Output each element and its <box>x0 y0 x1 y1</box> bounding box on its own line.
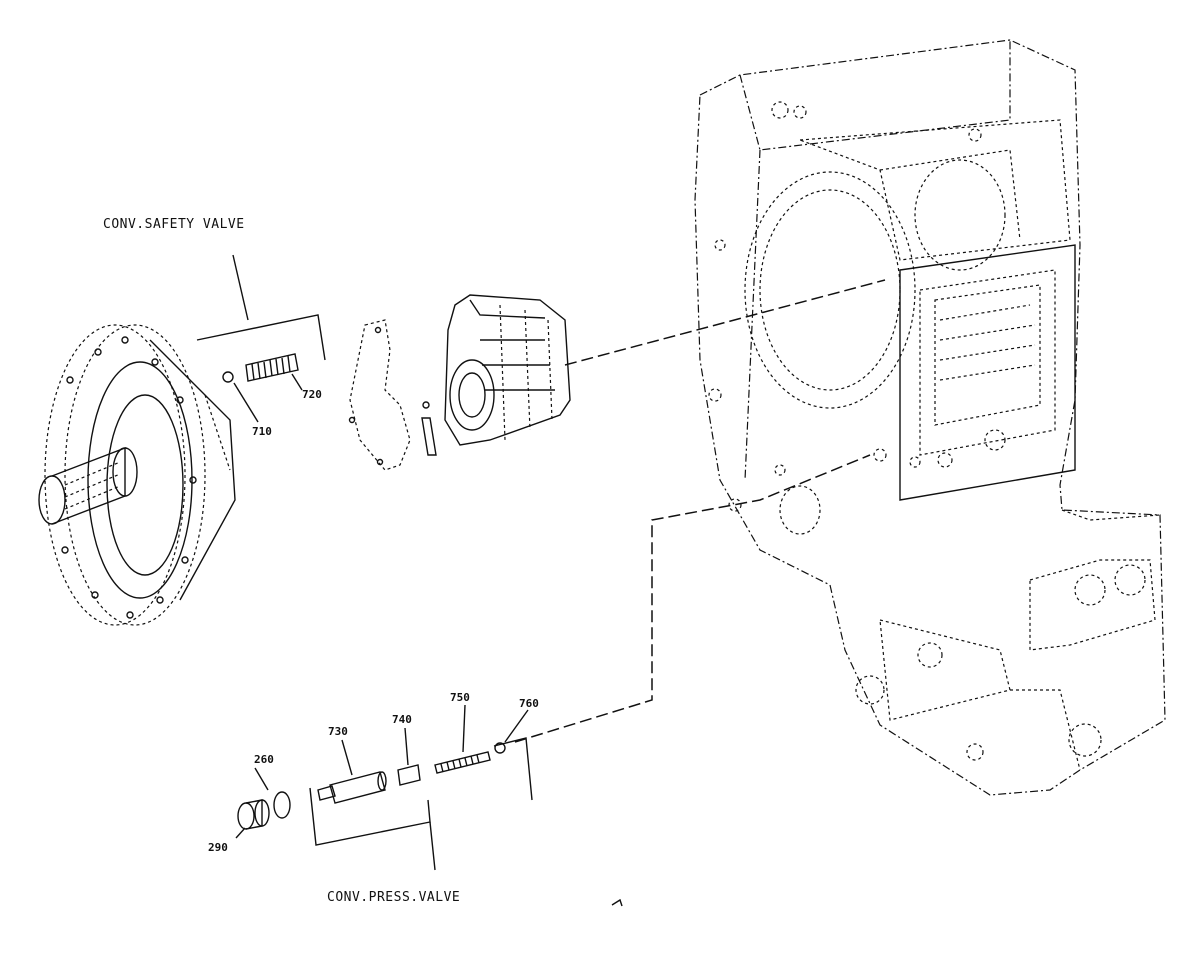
cover-bolt-holes <box>61 336 197 619</box>
part-label-290: 290 <box>208 841 228 854</box>
part-label-710: 710 <box>252 425 272 438</box>
input-shaft <box>38 446 138 525</box>
piston-730 <box>317 771 387 804</box>
part-label-730: 730 <box>328 725 348 738</box>
spring-750 <box>434 751 491 774</box>
pressure-valve-title: CONV.PRESS.VALVE <box>327 890 461 905</box>
part-label-720: 720 <box>302 388 322 401</box>
sleeve-740 <box>397 764 421 786</box>
safety-valve-group <box>196 254 326 423</box>
transmission-housing <box>694 39 1166 796</box>
part-label-740: 740 <box>392 713 412 726</box>
plug-290 <box>237 799 270 830</box>
ball-760 <box>494 742 506 754</box>
assembly-leader-lines <box>514 279 886 743</box>
part-label-750: 750 <box>450 691 470 704</box>
scan-mark <box>611 898 623 907</box>
o-ring-260 <box>273 791 291 819</box>
pump-housing <box>444 294 571 446</box>
converter-cover <box>38 324 236 626</box>
pressure-valve-group <box>235 704 533 871</box>
gasket <box>348 319 437 471</box>
part-label-260: 260 <box>254 753 274 766</box>
safety-valve-title: CONV.SAFETY VALVE <box>103 217 245 232</box>
part-label-760: 760 <box>519 697 539 710</box>
